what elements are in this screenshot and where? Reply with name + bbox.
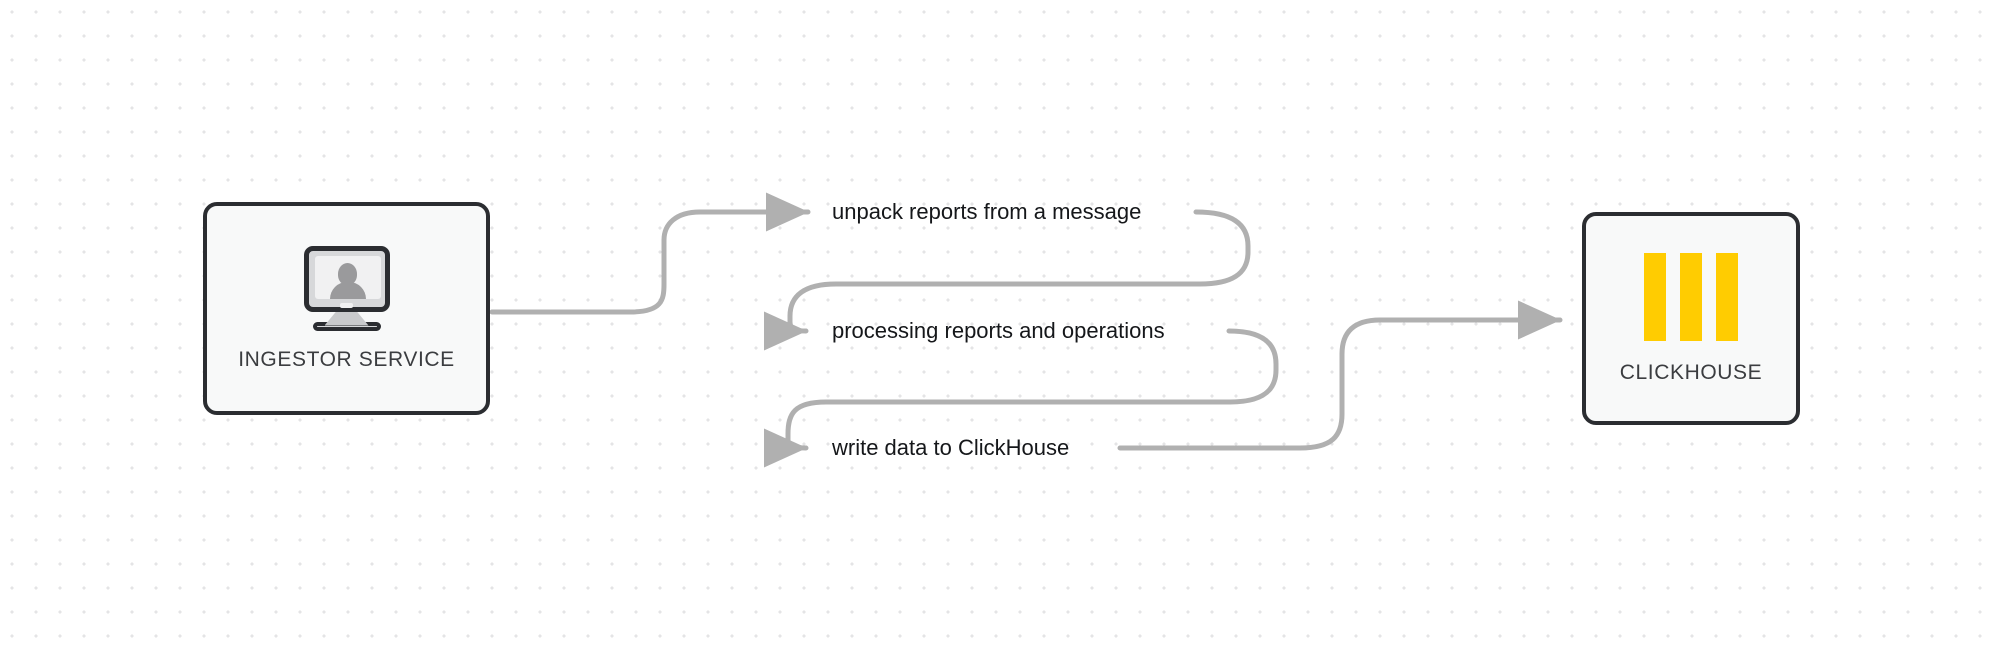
monitor-screen [314, 255, 381, 299]
monitor-led [340, 302, 353, 308]
edge-path-1 [489, 192, 811, 315]
node-ingestor-service-label: INGESTOR SERVICE [238, 347, 455, 371]
monitor-user-icon [298, 245, 396, 331]
clickhouse-logo-icon [1644, 252, 1738, 341]
edge-path-3 [763, 328, 1279, 468]
node-clickhouse[interactable]: CLICKHOUSE [1582, 212, 1800, 425]
edge-label-processing-reports: processing reports and operations [832, 318, 1165, 343]
clickhouse-bar-2 [1680, 252, 1702, 341]
person-head [338, 262, 357, 285]
clickhouse-bar-1 [1644, 252, 1666, 341]
edge-path-4 [1117, 300, 1563, 451]
clickhouse-bar-3 [1716, 252, 1738, 341]
node-ingestor-service[interactable]: INGESTOR SERVICE [203, 202, 490, 415]
node-clickhouse-label: CLICKHOUSE [1619, 360, 1763, 384]
person-body [329, 281, 366, 299]
edge-label-unpack-reports: unpack reports from a message [832, 199, 1142, 224]
edge-label-write-data: write data to ClickHouse [832, 435, 1070, 460]
edge-path-2 [763, 209, 1251, 351]
monitor-bezel [303, 245, 390, 312]
